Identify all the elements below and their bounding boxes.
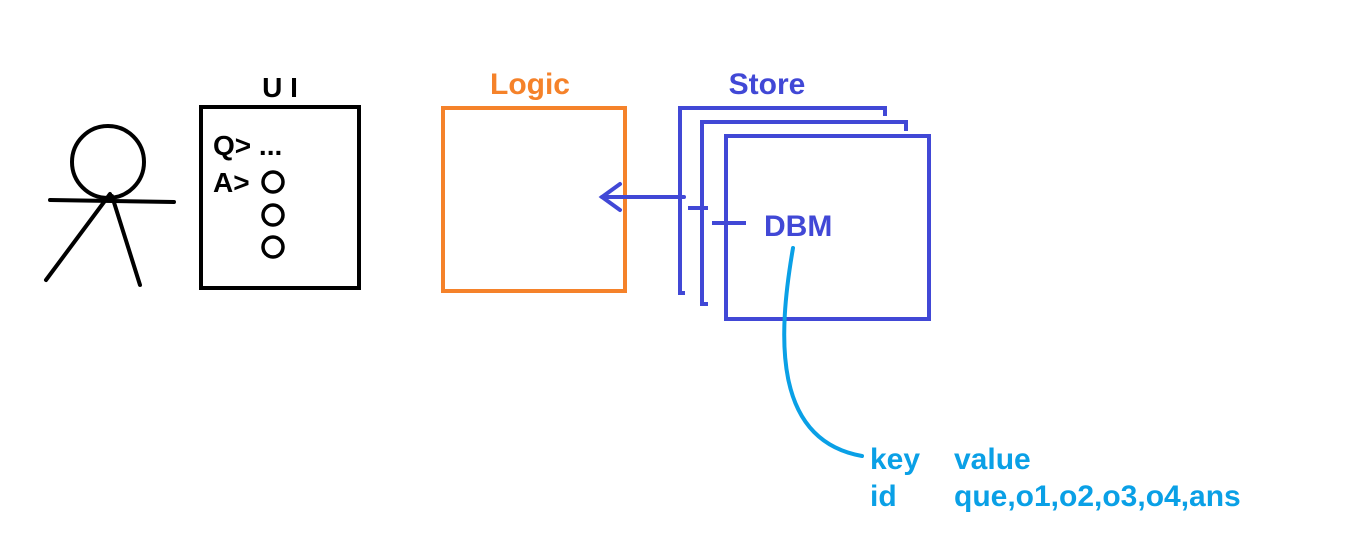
store-sheet-middle (700, 120, 908, 306)
ui-box: U I Q> ... A> (199, 72, 361, 290)
ui-title: U I (262, 72, 298, 103)
logic-frame (441, 106, 627, 293)
user-stick-figure-icon (44, 124, 176, 287)
store-sheet-back (678, 106, 887, 295)
store-to-logic-arrow-icon (598, 182, 686, 212)
kv-table: key value id que,o1,o2,o3,o4,ans (870, 443, 1241, 513)
dbm-label: DBM (764, 210, 832, 243)
logic-box: Logic (441, 68, 627, 293)
store-sheet-front (724, 134, 931, 321)
kv-header-key: key (870, 443, 920, 476)
kv-header-value: value (954, 443, 1031, 476)
option-radio-icon (261, 203, 285, 227)
question-line: Q> ... (213, 130, 282, 161)
dbm-to-kv-connector (782, 246, 864, 458)
store-title: Store (729, 68, 806, 101)
ui-frame (199, 105, 361, 290)
kv-row-key: id (870, 480, 897, 513)
option-radio-icon (261, 170, 285, 194)
answer-prefix: A> (213, 167, 250, 198)
store-stack: Store DBM (678, 68, 931, 321)
option-radio-icon (261, 235, 285, 259)
logic-title: Logic (490, 68, 570, 101)
kv-row-value: que,o1,o2,o3,o4,ans (954, 480, 1241, 513)
